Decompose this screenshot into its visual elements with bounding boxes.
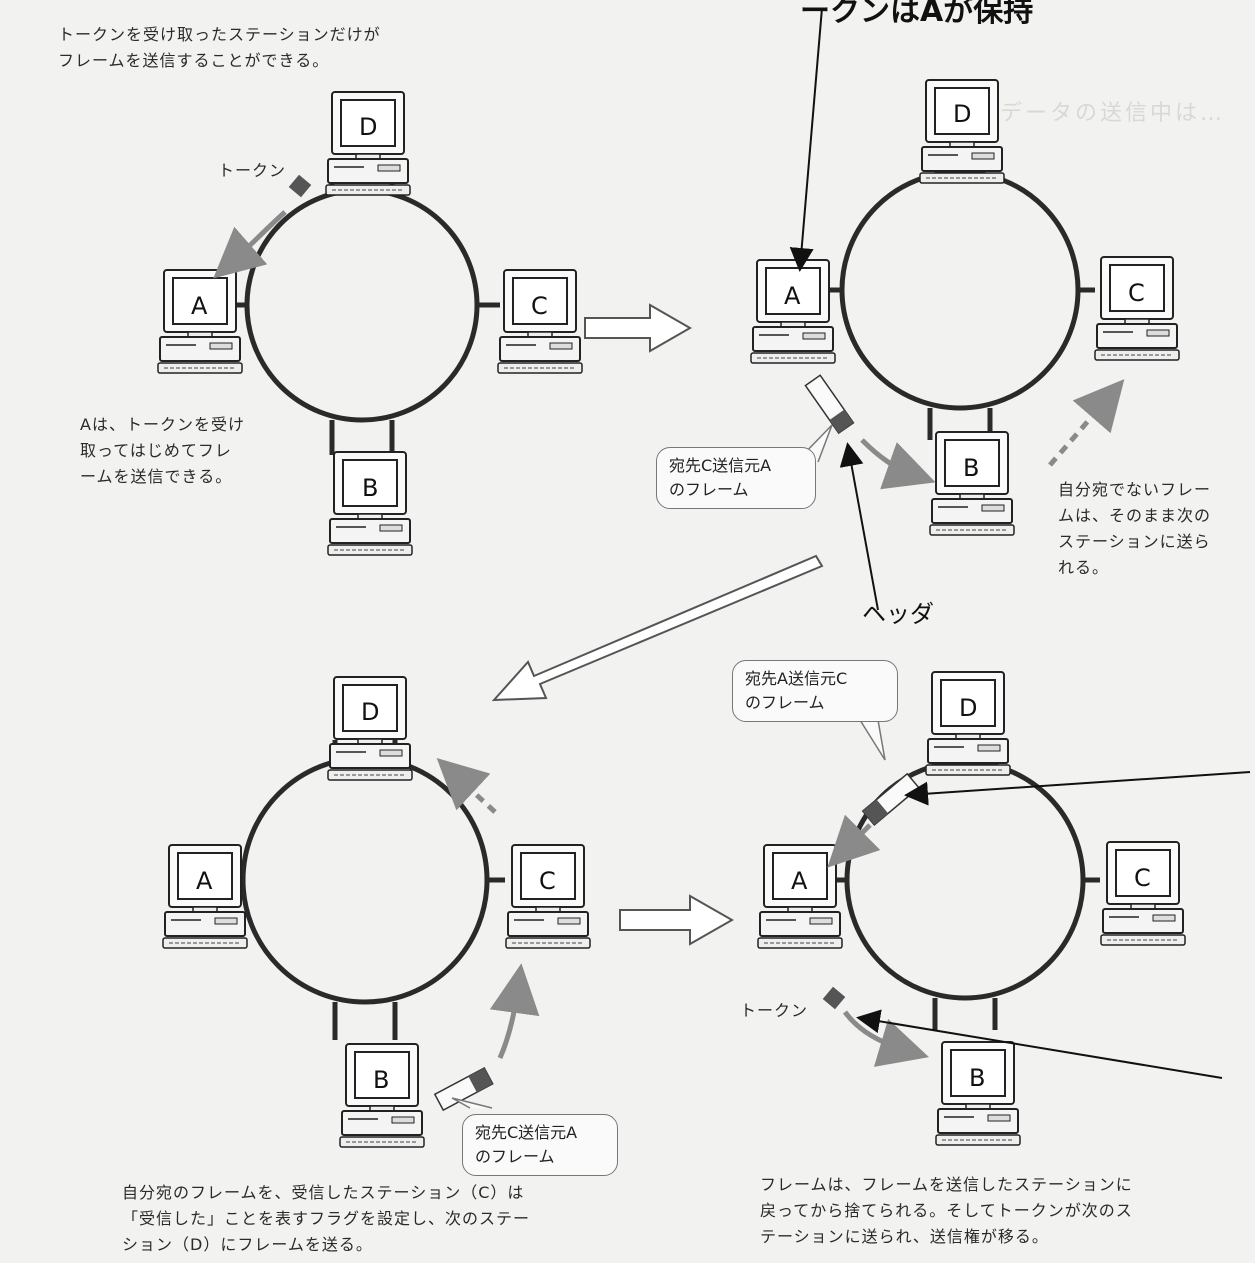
panel4-label-a: A: [791, 867, 808, 895]
panel2-ring: [830, 155, 1095, 440]
pointer-top-label: [789, 7, 823, 272]
pointer-frame-a: [904, 771, 1251, 806]
panel3-ring: [230, 740, 505, 1040]
panel2-note: 自分宛でないフレー ムは、そのまま次の ステーションに送ら れる。: [1058, 480, 1212, 577]
panel4-frame-icon: [861, 772, 920, 826]
panel3-station-b: [339, 1043, 425, 1148]
panel4-label-c: C: [1134, 864, 1151, 892]
panel1-ring: [228, 170, 500, 455]
arrow-panel3-to-panel4: [619, 894, 735, 946]
panel1-caption: トークンを受け取ったステーションだけが フレームを送信することができる。: [58, 25, 381, 70]
panel3-caption: 自分宛のフレームを、受信したステーション（C）は 「受信した」ことを表すフラグを…: [122, 1183, 531, 1254]
arrow-panel1-to-panel2: [584, 303, 693, 353]
panel1-token-label: トークン: [218, 161, 287, 180]
panel4-token-arrow: [842, 1010, 929, 1067]
panel3-frame-callout: 宛先C送信元A のフレーム: [462, 1114, 618, 1176]
panel2-station-d: [919, 79, 1005, 184]
panel2-frame-icon: [804, 374, 855, 435]
panel4-label-d: D: [959, 694, 978, 722]
top-label-fragment: ークンはAが保持: [800, 0, 1034, 29]
panel1-label-d: D: [359, 113, 378, 141]
panel2-station-c: [1094, 256, 1180, 361]
panel2-label-a: A: [784, 282, 801, 310]
panel1-token-arrow: [213, 210, 287, 279]
panel1-station-d: [325, 91, 411, 196]
panel3-label-c: C: [539, 867, 556, 895]
panel2-label-d: D: [953, 100, 972, 128]
panel3-frame-icon: [433, 1066, 494, 1112]
panel1-label-c: C: [531, 292, 548, 320]
panel2-label-b: B: [963, 454, 980, 482]
panel4-station-d: [925, 671, 1011, 776]
panel1-label-a: A: [191, 292, 208, 320]
panel3-label-d: D: [361, 698, 380, 726]
panel3-station-d: [327, 676, 413, 781]
panel1-note: Aは、トークンを受け 取ってはじめてフレ ームを送信できる。: [80, 415, 245, 486]
panel1-station-a: [157, 269, 243, 374]
panel3-callout-tail: [451, 1097, 493, 1109]
panel1-station-c: [497, 269, 583, 374]
panel4-ring: [835, 745, 1100, 1030]
panel2-header-label: ヘッダ: [862, 600, 934, 628]
panel2-station-b: [929, 431, 1015, 536]
panel4-station-b: [935, 1041, 1021, 1146]
panel2-station-a: [750, 259, 836, 364]
pointer-header-label: [839, 442, 879, 611]
panel3-station-a: [162, 844, 248, 949]
panel1-token-icon: [288, 174, 312, 198]
panel1-label-b: B: [362, 474, 379, 502]
panel4-label-b: B: [969, 1064, 986, 1092]
panel4-station-a: [757, 844, 843, 949]
panel3-frame-arrow: [489, 963, 540, 1059]
panel2-frame-arrow: [860, 438, 936, 490]
panel2-frame-callout: 宛先C送信元A のフレーム: [656, 447, 816, 509]
panel1-station-b: [327, 451, 413, 556]
panel2-label-c: C: [1128, 279, 1145, 307]
panel3-label-b: B: [373, 1066, 390, 1094]
panel4-frame-arrow: [827, 814, 881, 868]
panel2-forward-arrow: [1048, 379, 1125, 467]
panel4-token-label: トークン: [740, 1001, 809, 1020]
arrow-panel2-to-panel3: [491, 554, 824, 702]
panel4-station-c: [1100, 841, 1186, 946]
panel4-callout-tail: [859, 719, 886, 761]
panel4-frame-callout: 宛先A送信元C のフレーム: [732, 660, 898, 722]
pointer-token: [856, 1009, 1223, 1079]
panel3-label-a: A: [196, 867, 213, 895]
panel4-token-icon: [822, 986, 846, 1010]
panel4-caption: フレームは、フレームを送信したステーションに 戻ってから捨てられる。そしてトーク…: [760, 1175, 1133, 1246]
panel3-station-c: [505, 844, 591, 949]
